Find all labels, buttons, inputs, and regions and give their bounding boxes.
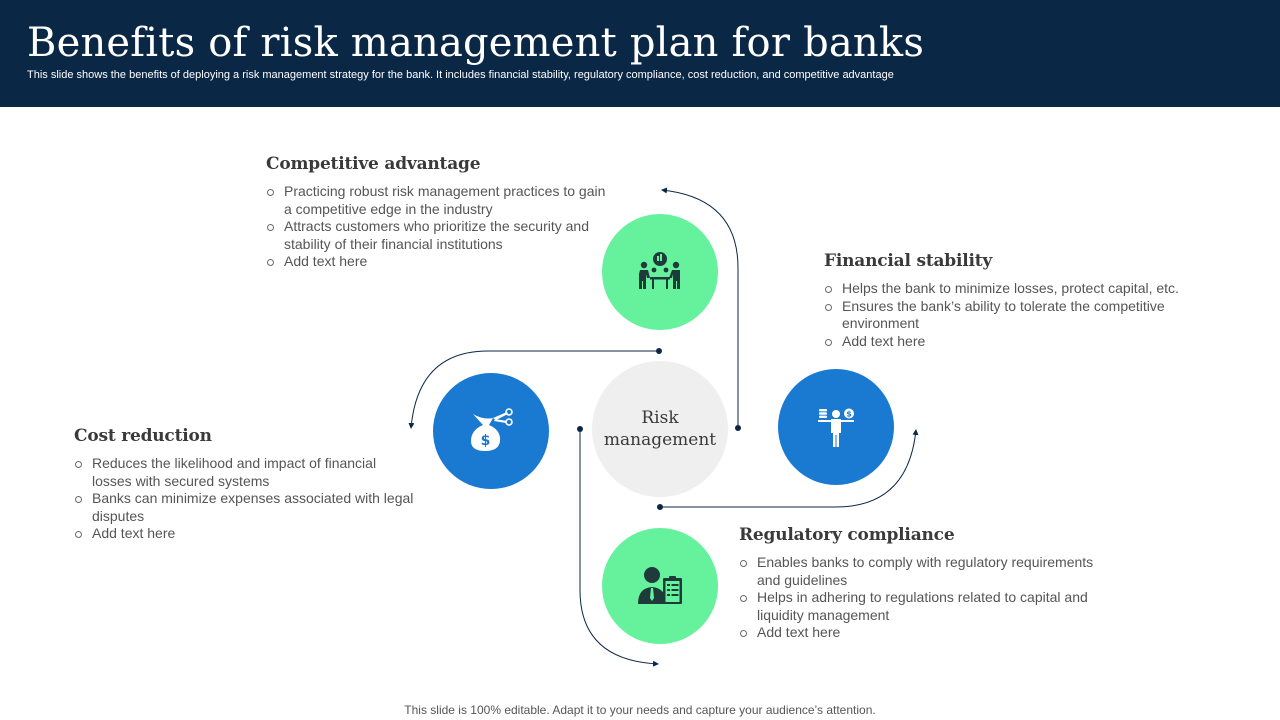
regulatory-compliance-block: Regulatory compliance Enables banks to c…	[739, 524, 1114, 642]
list-item: Add text here	[739, 624, 1114, 642]
list-item: Helps in adhering to regulations related…	[739, 589, 1114, 624]
center-label-line2: management	[603, 430, 717, 450]
list-item: Reduces the likelihood and impact of fin…	[74, 455, 414, 490]
connector-left	[408, 350, 659, 429]
connector-dot-bottom	[657, 504, 663, 510]
financial-stability-block: Financial stability Helps the bank to mi…	[824, 250, 1209, 350]
financial-stability-heading: Financial stability	[824, 251, 993, 271]
connector-top	[661, 187, 739, 428]
center-label-line1: Risk	[641, 408, 679, 428]
competitive-advantage-circle	[602, 214, 718, 330]
connector-dot-right	[735, 425, 741, 431]
svg-text:$: $	[481, 433, 491, 449]
list-item: Helps the bank to minimize losses, prote…	[824, 280, 1209, 298]
list-item: Ensures the bank’s ability to tolerate t…	[824, 298, 1209, 333]
list-item: Attracts customers who prioritize the se…	[266, 218, 606, 253]
competitive-advantage-list: Practicing robust risk management practi…	[266, 183, 606, 271]
person-balancing-coins-icon: $	[818, 408, 854, 447]
page-title: Benefits of risk management plan for ban…	[27, 20, 925, 66]
list-item: Add text here	[824, 333, 1209, 351]
regulatory-compliance-heading: Regulatory compliance	[739, 525, 955, 545]
cost-reduction-heading: Cost reduction	[74, 426, 212, 446]
competitive-advantage-block: Competitive advantage Practicing robust …	[266, 153, 606, 271]
connector-dot-left	[577, 426, 583, 432]
connector-bottom	[579, 429, 659, 667]
list-item: Practicing robust risk management practi…	[266, 183, 606, 218]
financial-stability-circle: $	[778, 369, 894, 485]
list-item: Add text here	[74, 525, 414, 543]
list-item: Enables banks to comply with regulatory …	[739, 554, 1114, 589]
svg-text:$: $	[846, 410, 852, 419]
regulatory-compliance-list: Enables banks to comply with regulatory …	[739, 554, 1114, 642]
regulatory-compliance-circle	[602, 528, 718, 644]
header-banner: Benefits of risk management plan for ban…	[0, 0, 1280, 107]
list-item: Add text here	[266, 253, 606, 271]
cost-reduction-list: Reduces the likelihood and impact of fin…	[74, 455, 414, 543]
competitive-advantage-heading: Competitive advantage	[266, 154, 481, 174]
list-item: Banks can minimize expenses associated w…	[74, 490, 414, 525]
page-subtitle: This slide shows the benefits of deployi…	[27, 69, 894, 81]
money-bag-scissors-icon: $	[471, 408, 513, 451]
cost-reduction-block: Cost reduction Reduces the likelihood an…	[74, 425, 414, 543]
connector-dot-top	[656, 348, 662, 354]
footer-note: This slide is 100% editable. Adapt it to…	[404, 703, 876, 717]
employee-checklist-icon	[638, 567, 682, 604]
cost-reduction-circle: $	[433, 373, 549, 489]
connector-right	[660, 429, 919, 508]
center-circle: Risk management	[592, 361, 728, 497]
team-meeting-icon	[639, 252, 680, 289]
financial-stability-list: Helps the bank to minimize losses, prote…	[824, 280, 1209, 350]
